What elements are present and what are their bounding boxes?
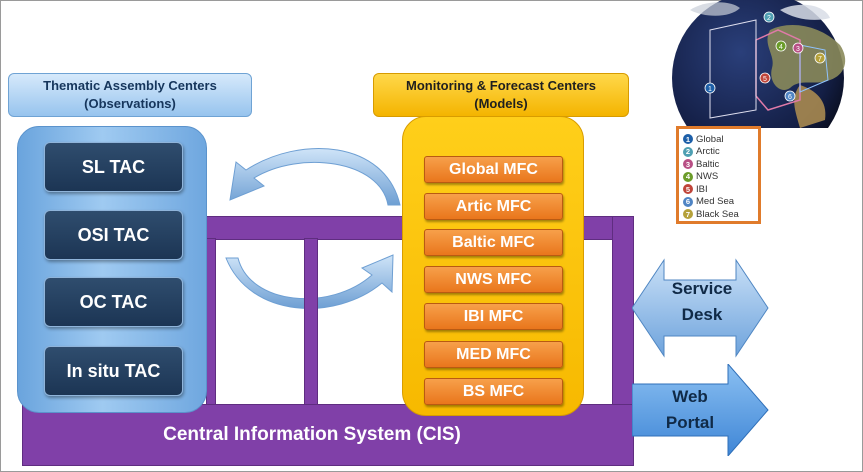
legend-dot-7: 7 bbox=[683, 209, 693, 220]
tac-item-sl: SL TAC bbox=[44, 142, 183, 192]
mfc-item-bs: BS MFC bbox=[424, 378, 563, 405]
web-portal-line2: Portal bbox=[665, 413, 715, 432]
cis-column-2 bbox=[206, 238, 216, 406]
svg-text:2: 2 bbox=[767, 15, 771, 22]
web-portal-arrow bbox=[632, 364, 769, 456]
service-desk-label: Service Desk bbox=[654, 276, 750, 328]
mfc-item-artic: Artic MFC bbox=[424, 193, 563, 220]
legend-label-global: Global bbox=[696, 133, 724, 145]
web-portal-line1: Web bbox=[672, 387, 708, 406]
service-desk-line2: Desk bbox=[681, 305, 723, 324]
legend-dot-4: 4 bbox=[683, 171, 693, 182]
svg-text:3: 3 bbox=[796, 46, 800, 53]
legend-row-medsea: 6 Med Sea bbox=[683, 196, 758, 209]
mfc-header: Monitoring & Forecast Centers (Models) bbox=[373, 73, 629, 117]
legend-label-blacksea: Black Sea bbox=[696, 208, 739, 220]
mfc-item-nws: NWS MFC bbox=[424, 266, 563, 293]
mfc-item-ibi: IBI MFC bbox=[424, 303, 563, 330]
legend-label-medsea: Med Sea bbox=[696, 196, 735, 208]
legend-label-baltic: Baltic bbox=[696, 158, 720, 170]
service-desk-arrow bbox=[632, 258, 769, 358]
service-desk-line1: Service bbox=[671, 279, 733, 298]
legend-label-nws: NWS bbox=[696, 171, 719, 183]
mfc-header-title: Monitoring & Forecast Centers bbox=[406, 78, 596, 93]
mfc-item-global: Global MFC bbox=[424, 156, 563, 183]
legend-dot-5: 5 bbox=[683, 184, 693, 195]
tac-item-osi: OSI TAC bbox=[44, 210, 183, 260]
legend-row-global: 1 Global bbox=[683, 133, 758, 146]
cis-label: Central Information System (CIS) bbox=[163, 424, 461, 445]
tac-item-insitu: In situ TAC bbox=[44, 346, 183, 396]
cis-right-beam bbox=[612, 216, 634, 406]
mfc-item-baltic: Baltic MFC bbox=[424, 229, 563, 256]
legend-row-blacksea: 7 Black Sea bbox=[683, 208, 758, 221]
legend-dot-2: 2 bbox=[683, 146, 693, 157]
tac-item-oc: OC TAC bbox=[44, 277, 183, 327]
lower-cycle-arrow bbox=[225, 254, 394, 309]
legend-label-ibi: IBI bbox=[696, 183, 708, 195]
legend-dot-3: 3 bbox=[683, 159, 693, 170]
upper-cycle-arrow bbox=[229, 147, 401, 206]
svg-text:4: 4 bbox=[779, 44, 783, 51]
web-portal-label: Web Portal bbox=[645, 384, 735, 436]
legend-dot-1: 1 bbox=[683, 134, 693, 145]
legend-row-arctic: 2 Arctic bbox=[683, 146, 758, 159]
legend-row-ibi: 5 IBI bbox=[683, 183, 758, 196]
mfc-header-subtitle: (Models) bbox=[474, 96, 528, 111]
globe-legend: 1 Global 2 Arctic 3 Baltic 4 NWS 5 IBI 6… bbox=[676, 126, 761, 224]
legend-label-arctic: Arctic bbox=[696, 146, 720, 158]
legend-row-baltic: 3 Baltic bbox=[683, 158, 758, 171]
tac-header-subtitle: (Observations) bbox=[84, 96, 176, 111]
tac-header-title: Thematic Assembly Centers bbox=[43, 78, 217, 93]
cis-column-1 bbox=[304, 238, 318, 406]
legend-dot-6: 6 bbox=[683, 196, 693, 207]
tac-header: Thematic Assembly Centers (Observations) bbox=[8, 73, 252, 117]
mfc-item-med: MED MFC bbox=[424, 341, 563, 368]
globe-map: 1 2 3 4 5 6 7 bbox=[650, 0, 857, 128]
svg-text:7: 7 bbox=[818, 56, 822, 63]
svg-text:6: 6 bbox=[788, 94, 792, 101]
legend-row-nws: 4 NWS bbox=[683, 171, 758, 184]
svg-text:1: 1 bbox=[708, 86, 712, 93]
svg-text:5: 5 bbox=[763, 76, 767, 83]
